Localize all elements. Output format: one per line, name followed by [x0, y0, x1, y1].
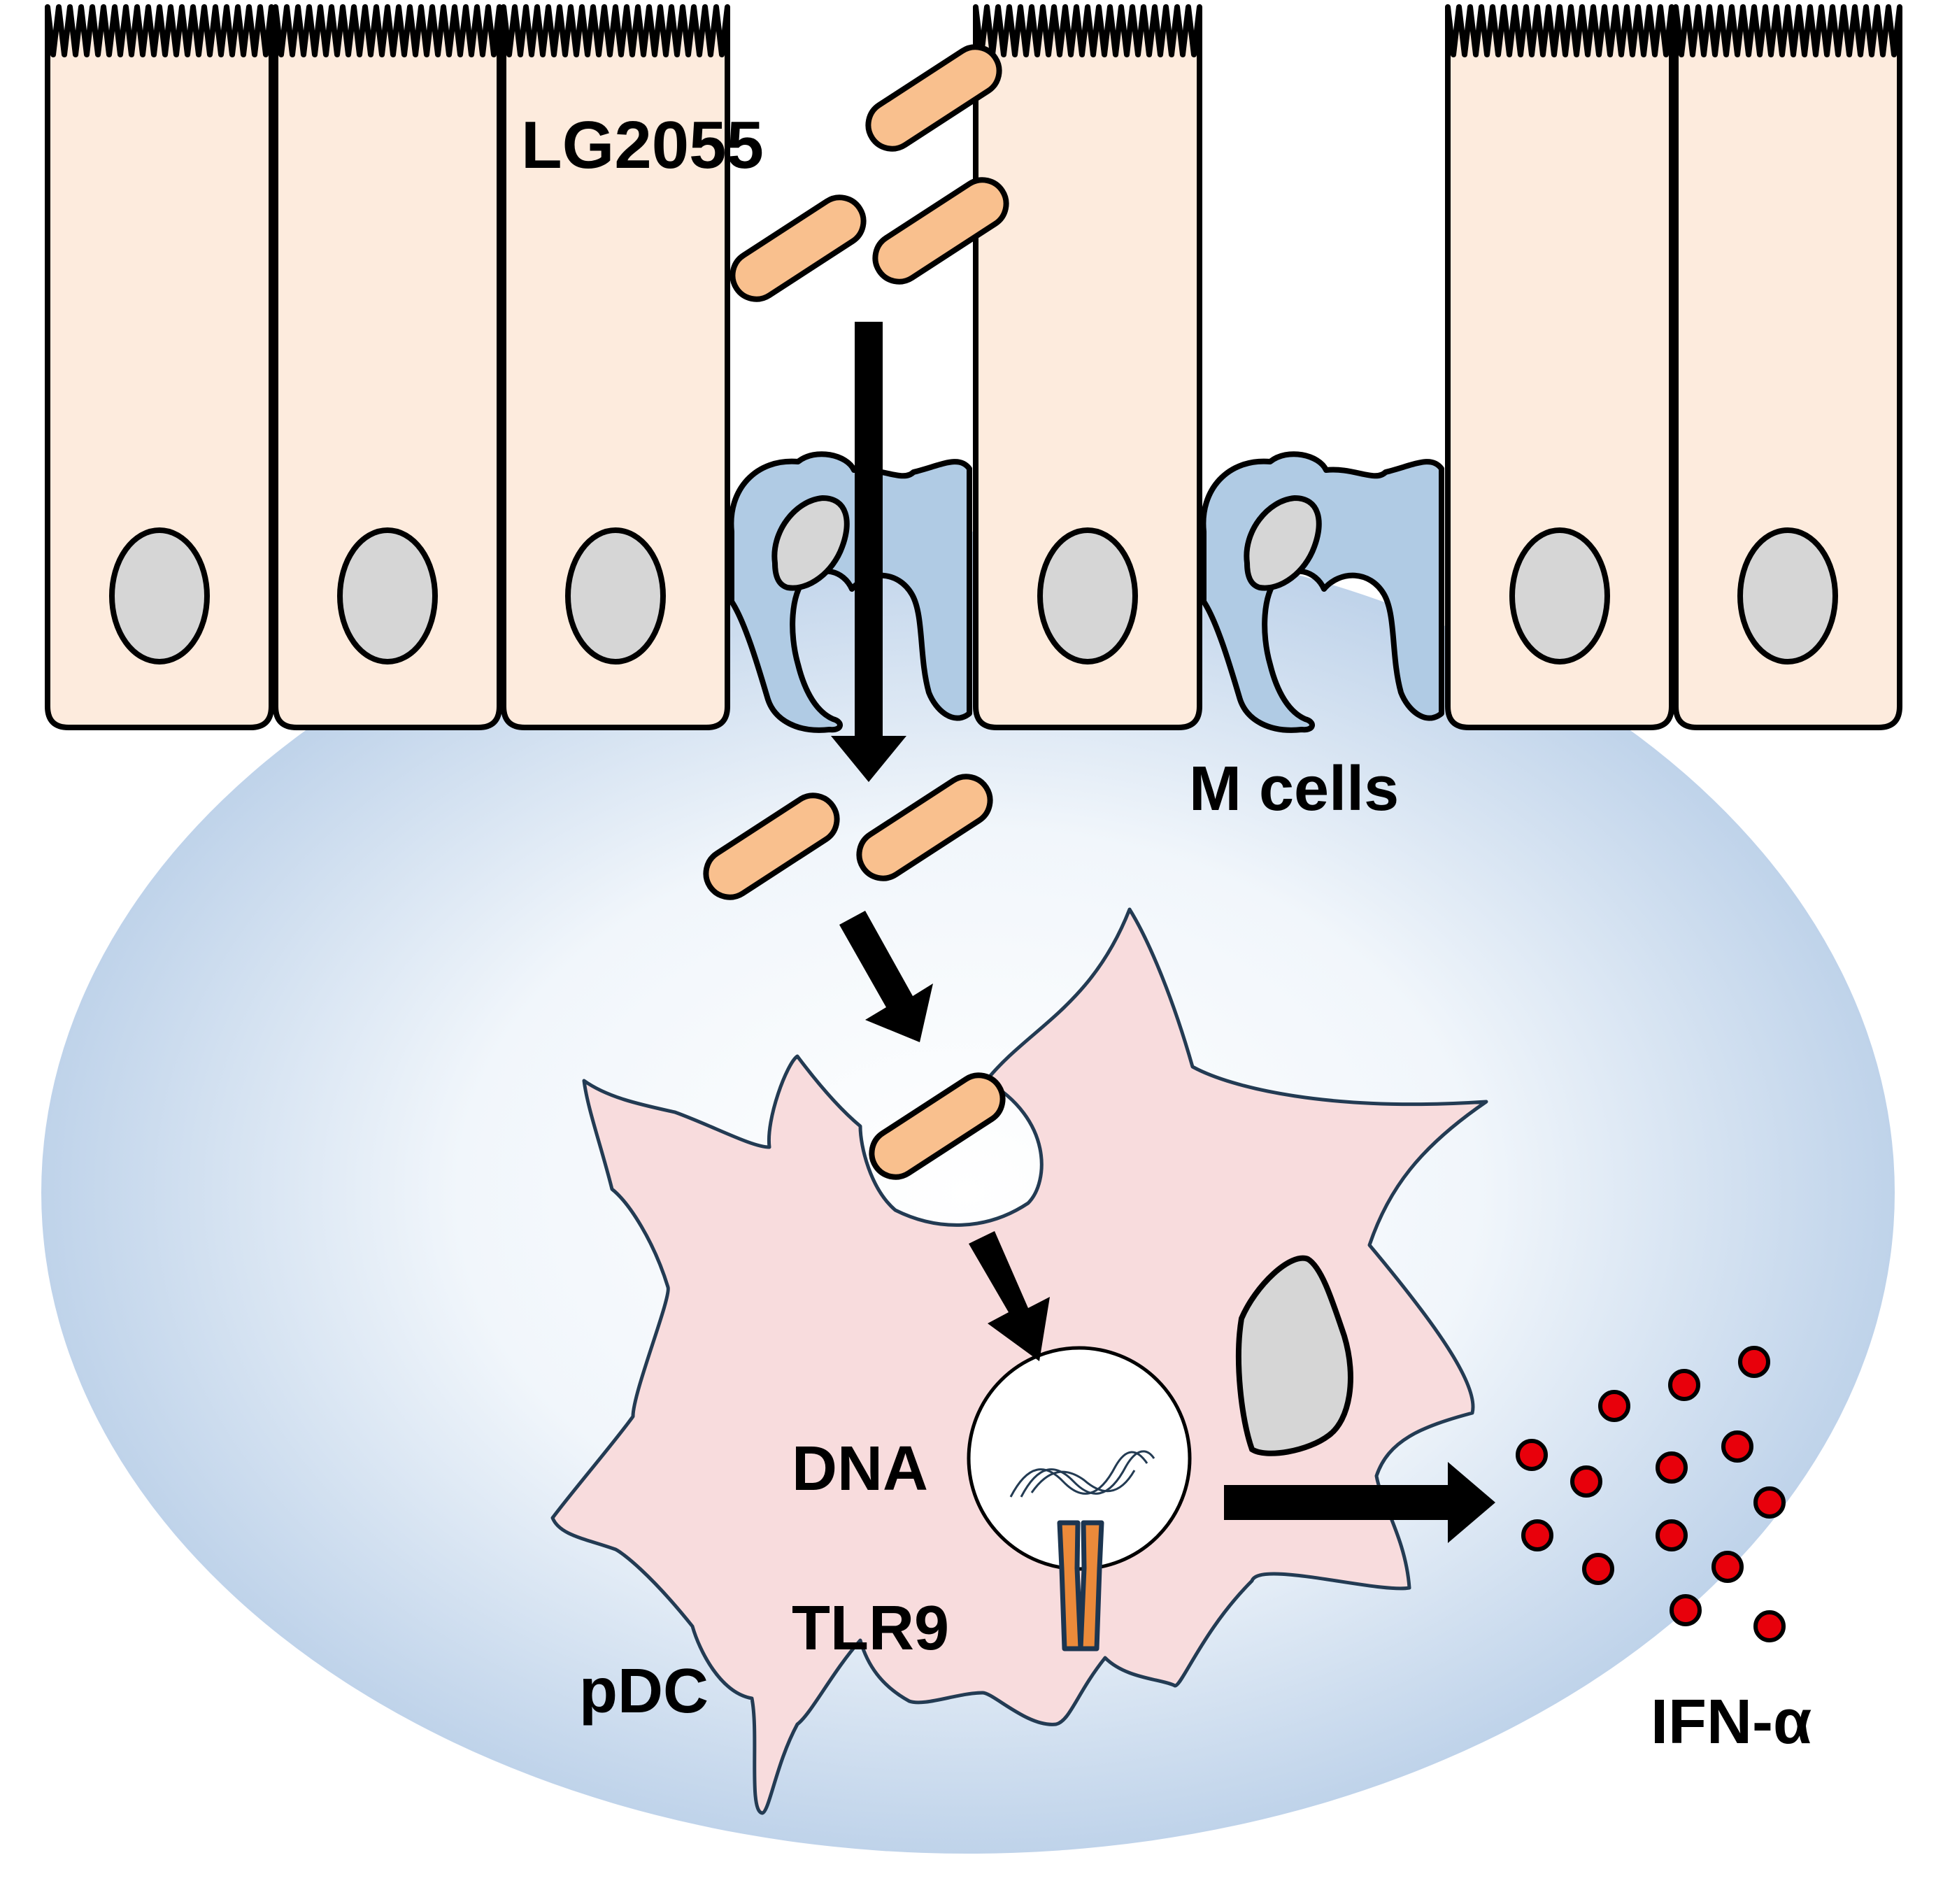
epithelial-cell — [276, 7, 499, 727]
arrow-to-pdc — [839, 911, 933, 1042]
ifn-particle — [1600, 1392, 1628, 1420]
ifn-particle — [1518, 1441, 1546, 1469]
ifn-particle — [1658, 1521, 1686, 1549]
ifn-particle — [1672, 1596, 1700, 1624]
ifn-particle — [1584, 1555, 1612, 1583]
ifn-particle — [1523, 1521, 1551, 1549]
arrows — [831, 322, 1495, 1543]
bacterium-icon — [723, 188, 872, 308]
lamina-propria-dome — [41, 532, 1895, 1854]
pdc-cell — [550, 907, 1488, 1815]
ifn-particle — [1714, 1553, 1742, 1581]
bacteria-label: LG2055 — [521, 108, 764, 183]
epithelial-cell — [48, 7, 271, 727]
ifn-particle — [1723, 1433, 1751, 1461]
arrow-down-transcytosis — [831, 322, 906, 782]
ifn-particle — [1670, 1371, 1698, 1399]
arrow-to-endosome — [969, 1231, 1050, 1361]
ifn-particle — [1756, 1489, 1784, 1516]
ifn-particle — [1572, 1468, 1600, 1496]
tlr9-label: TLR9 — [792, 1593, 949, 1663]
ifn-particle — [1658, 1454, 1686, 1482]
m-cells-label: M cells — [1189, 754, 1399, 824]
dna-label: DNA — [792, 1434, 928, 1504]
ifn-particle — [1756, 1612, 1784, 1640]
pdc-label: pDC — [579, 1656, 709, 1726]
arrow-to-ifn — [1224, 1462, 1495, 1543]
epithelial-cell — [1448, 7, 1672, 727]
epithelial-cell — [976, 7, 1200, 727]
epithelial-layer — [48, 7, 1900, 730]
dna-helix-icon — [1009, 1450, 1155, 1498]
epithelial-cell — [1676, 7, 1900, 727]
tlr9-receptor-icon — [1057, 1520, 1104, 1651]
ifn-particle — [1740, 1348, 1768, 1376]
pdc-nucleus — [1235, 1255, 1353, 1456]
ifn-alpha-label: IFN-α — [1651, 1687, 1812, 1757]
